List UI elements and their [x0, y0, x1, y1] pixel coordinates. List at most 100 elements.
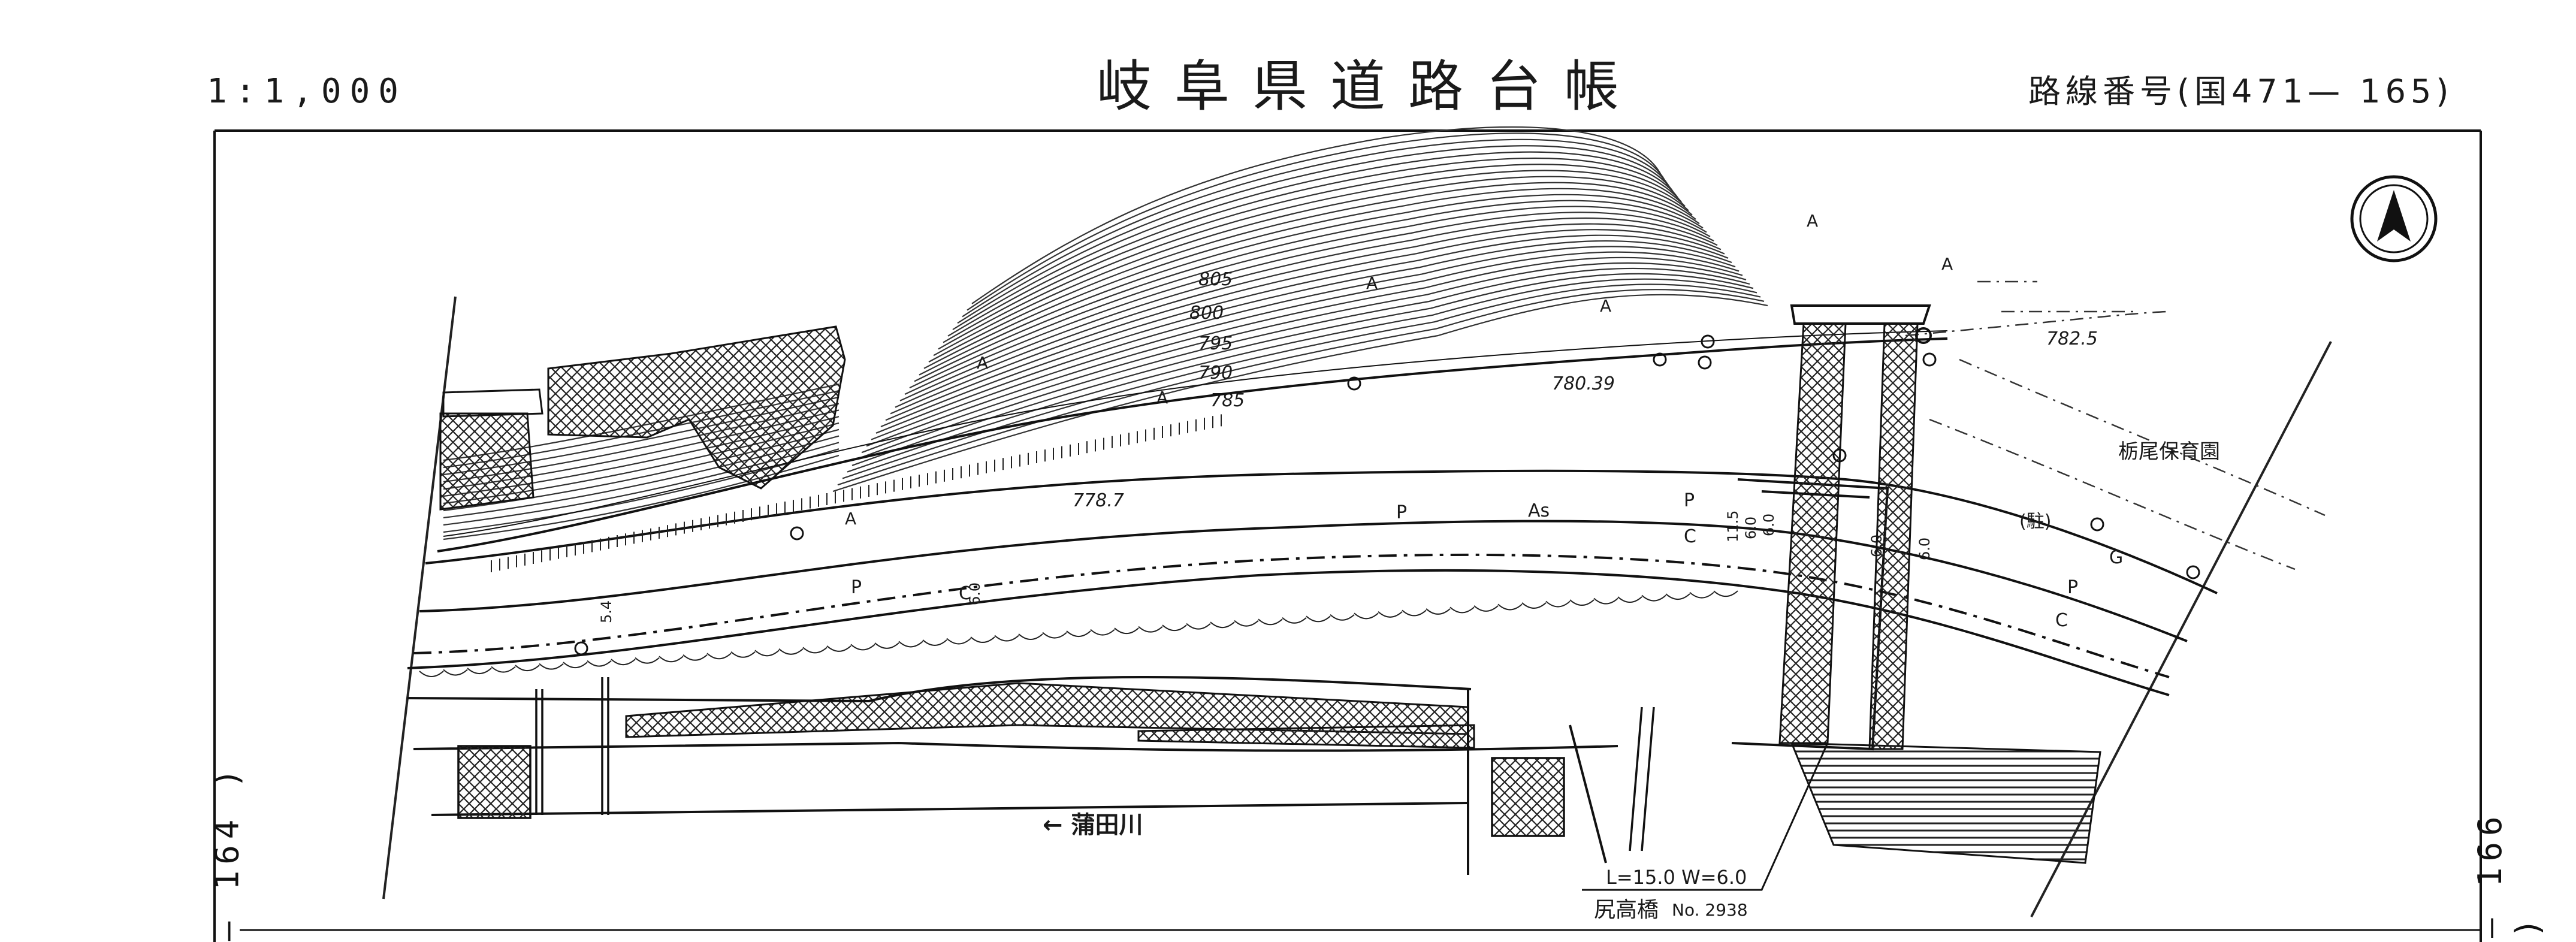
bank-scallop [1090, 629, 1115, 636]
contour-line [943, 164, 1686, 343]
contour-label: 795 [1198, 333, 1233, 354]
svg-text:6.0: 6.0 [967, 582, 983, 605]
bank-scallop [994, 635, 1019, 642]
svg-text:A: A [1366, 273, 1378, 293]
contour-line [856, 267, 1750, 460]
contour-line [861, 262, 1747, 454]
svg-text:P: P [1684, 490, 1695, 511]
contour-line [947, 157, 1682, 337]
contour-line [933, 176, 1693, 357]
spot-height: 782.5 [2046, 328, 2098, 349]
contour-line [899, 217, 1718, 401]
bank-scallop [1210, 621, 1235, 629]
bank-scallop [587, 660, 612, 667]
bank-scallop [1497, 603, 1523, 611]
bank-scallop [1306, 615, 1331, 623]
contour-line [880, 240, 1732, 428]
bank-scallop [1593, 597, 1618, 605]
width-marks: 5.4 6.0 11.5 6.0 6.0 6.0 6.0 [598, 511, 1933, 623]
parking-label: (駐) [2019, 511, 2051, 532]
north-arrow-icon [2350, 175, 2438, 262]
contour-line [923, 188, 1700, 369]
contour-line [871, 251, 1740, 440]
bank-scallop [874, 642, 899, 649]
river-banks [407, 676, 1618, 875]
bank-scallop [1378, 611, 1403, 618]
bank-scallop [898, 641, 923, 648]
contour-line [885, 234, 1729, 421]
bank-scallop [850, 644, 875, 651]
bank-scallop [1018, 633, 1043, 640]
bridge-dimensions: L=15.0 W=6.0 [1606, 866, 1747, 889]
bridge-label: L=15.0 W=6.0 尻高橋 No. 2938 [1582, 742, 1829, 922]
spot-height: 780.39 [1552, 373, 1615, 394]
bank-scallop [1042, 632, 1067, 639]
utility-markers [574, 327, 2200, 656]
bank-scallop [682, 654, 708, 661]
svg-text:C: C [1684, 526, 1696, 547]
contour-line [914, 200, 1707, 382]
contour-line [928, 182, 1696, 363]
bank-scallop [1473, 605, 1499, 612]
bank-scallop [515, 665, 540, 672]
bridge-structure [1731, 304, 1931, 751]
bank-scallop [1234, 620, 1259, 627]
bank-scallop [443, 669, 468, 676]
bank-scallop [826, 645, 851, 652]
bank-scallop [659, 656, 684, 663]
bank-scallop [778, 648, 804, 655]
svg-text:C: C [959, 583, 971, 604]
boundary-dashes [1905, 280, 2326, 570]
contour-line [851, 273, 1754, 466]
svg-text:5.4: 5.4 [598, 600, 615, 623]
bank-scallop [970, 636, 995, 643]
svg-text:A: A [1600, 296, 1611, 316]
contour-line [919, 194, 1704, 376]
bank-scallop [1162, 624, 1187, 632]
bank-scallop [754, 650, 780, 657]
bank-scallop [491, 666, 516, 673]
bank-scallop [611, 659, 636, 666]
hatched-areas [439, 325, 2101, 864]
contour-line [938, 170, 1689, 350]
bank-scallop [1354, 612, 1379, 620]
svg-text:6.0: 6.0 [1743, 517, 1759, 539]
bank-scallop [539, 663, 564, 670]
contour-line [832, 294, 1768, 493]
svg-text:A: A [977, 353, 988, 373]
bank-scallop [1521, 602, 1547, 609]
bank-scallop [1066, 630, 1091, 638]
svg-text:6.0: 6.0 [1760, 514, 1777, 536]
contour-line [866, 256, 1743, 447]
svg-text:P: P [2067, 577, 2078, 598]
contour-line [837, 289, 1765, 486]
contour-line [890, 229, 1725, 415]
guard-fence [419, 414, 1738, 677]
route-number: 路線番号(国471— 165) [2028, 73, 2454, 110]
bank-scallop [467, 668, 492, 675]
bank-scallop [563, 662, 588, 669]
contour-line [895, 223, 1722, 408]
contour-labels: 805 800 795 790 785 [1189, 269, 1245, 411]
contour-line [847, 278, 1757, 473]
contour-label: 805 [1198, 269, 1233, 290]
contour-label: 790 [1198, 363, 1233, 384]
svg-text:A: A [845, 509, 856, 529]
bank-scallop [1426, 608, 1451, 615]
bank-scallop [1545, 600, 1571, 608]
svg-text:A: A [1807, 211, 1818, 231]
nursery-label: 栃尾保育園 [2118, 440, 2220, 464]
bank-scallop [1713, 590, 1738, 597]
bank-scallop [1665, 593, 1690, 600]
contour-line [962, 138, 1671, 318]
svg-text:11.5: 11.5 [1725, 511, 1741, 542]
contour-line [875, 246, 1736, 434]
bank-scallop [1569, 599, 1594, 606]
contour-label: 800 [1189, 303, 1224, 324]
bank-scallop [946, 638, 971, 645]
contour-line [967, 132, 1668, 311]
bank-scallop [730, 651, 756, 658]
road-edges [407, 330, 2218, 696]
bank-scallop [802, 647, 828, 654]
